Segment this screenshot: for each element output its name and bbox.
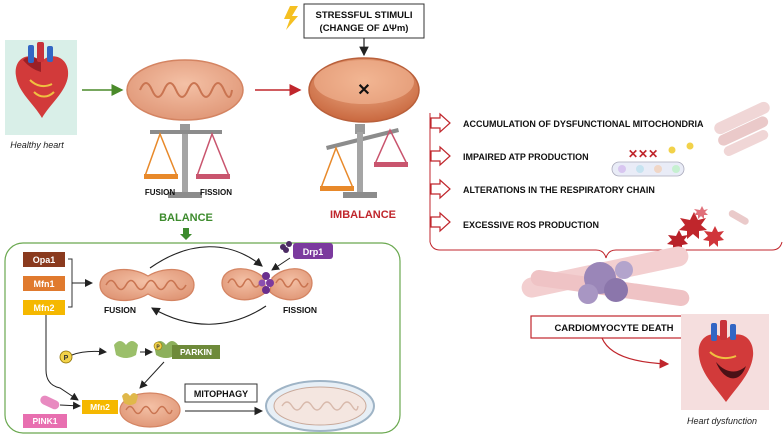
consequence-item-4: EXCESSIVE ROS PRODUCTION — [430, 211, 599, 233]
stress-title: STRESSFUL STIMULI — [316, 10, 413, 21]
tag-mfn2-small: Mfn2 — [82, 400, 118, 414]
consequence-text-3: ALTERATIONS IN THE RESPIRATORY CHAIN — [463, 185, 655, 195]
damaged-fibers-illustration — [714, 101, 770, 157]
drp1-label: Drp1 — [303, 247, 324, 257]
tag-opa1: Opa1 — [23, 252, 65, 267]
mitophagy-box: MITOPHAGY — [184, 383, 258, 403]
consequence-item-1: ACCUMULATION OF DYSFUNCTIONAL MITOCHONDR… — [430, 112, 704, 134]
p-circle-1: P — [59, 350, 73, 364]
consequence-item-3: ALTERATIONS IN THE RESPIRATORY CHAIN — [430, 178, 655, 200]
x-mark-icon: ✕ — [357, 82, 370, 99]
consequence-arrow-icon — [430, 178, 451, 200]
balance-fusion-label: FUSION — [145, 188, 175, 197]
drp1-ring-icon — [258, 272, 274, 294]
mfn2-small-label: Mfn2 — [90, 402, 110, 412]
imbalance-scale: IMBALANCE — [319, 124, 409, 221]
fission-label: FISSION — [283, 305, 317, 315]
autophagosome — [265, 380, 375, 432]
pink1-label: PINK1 — [32, 416, 57, 426]
p-label-1: P — [64, 355, 69, 362]
consequence-arrow-icon — [430, 211, 451, 233]
consequence-list: ACCUMULATION OF DYSFUNCTIONAL MITOCHONDR… — [430, 112, 704, 233]
balance-label: BALANCE — [159, 212, 213, 224]
tag-drp1: Drp1 — [280, 241, 333, 259]
consequence-arrow-icon — [430, 145, 451, 167]
imbalance-label: IMBALANCE — [330, 209, 396, 221]
tagged-mitochondrion — [119, 392, 181, 428]
lightning-icon — [284, 6, 298, 30]
balance-fission-label: FISSION — [200, 188, 232, 197]
stressful-stimuli-box: STRESSFUL STIMULI (CHANGE OF ΔΨm) — [284, 3, 425, 39]
p-label-2: P — [156, 345, 160, 351]
mitophagy-label: MITOPHAGY — [194, 389, 248, 399]
arrow-fusion-to-fission — [149, 246, 263, 269]
tag-mfn2: Mfn2 — [23, 300, 65, 315]
mfn1-label: Mfn1 — [34, 279, 55, 289]
fission-mitochondria: FISSION — [221, 268, 317, 315]
arrow-p-to-parkin — [71, 347, 107, 356]
arrow-parkin-to-mito — [139, 361, 165, 389]
tag-mfn1: Mfn1 — [23, 276, 65, 291]
consequence-arrow-icon — [430, 112, 451, 134]
healthy-mitochondrion — [126, 59, 244, 121]
mfn2-label: Mfn2 — [34, 303, 55, 313]
consequence-item-2: IMPAIRED ATP PRODUCTION — [430, 145, 589, 167]
parkin-label: PARKIN — [180, 347, 212, 357]
healthy-heart-panel: Healthy heart — [5, 40, 77, 150]
atp-production-illustration: ✕✕✕ — [611, 142, 694, 177]
heart-dysfunction-panel: Heart dysfunction — [681, 314, 769, 426]
pink1-icon — [40, 395, 60, 410]
arrow-drp1-to-fission — [271, 257, 291, 271]
arrow-fission-to-fusion — [151, 305, 267, 325]
convergence-bracket — [429, 241, 783, 259]
tag-pink1: PINK1 — [23, 414, 67, 428]
x-marks-icon: ✕✕✕ — [628, 147, 658, 161]
healthy-heart-label: Healthy heart — [10, 140, 64, 150]
heart-dysfunction-label: Heart dysfunction — [687, 416, 757, 426]
tag-parkin: PARKIN — [172, 345, 220, 359]
arrow-death-to-dysfunction — [601, 337, 670, 369]
consequence-text-4: EXCESSIVE ROS PRODUCTION — [463, 220, 599, 230]
ros-illustration — [667, 206, 749, 251]
fusion-mitochondria: FUSION — [99, 268, 195, 315]
fusion-label: FUSION — [104, 305, 136, 315]
cardiomyocyte-illustration — [521, 246, 690, 307]
cardiomyocyte-death-label: CARDIOMYOCYTE DEATH — [554, 323, 673, 334]
consequence-text-1: ACCUMULATION OF DYSFUNCTIONAL MITOCHONDR… — [463, 119, 704, 129]
balance-scale: FUSION FISSION BALANCE — [143, 124, 232, 240]
stress-subtitle: (CHANGE OF ΔΨm) — [320, 23, 409, 34]
balance-down-arrow — [180, 228, 192, 240]
consequence-text-2: IMPAIRED ATP PRODUCTION — [463, 152, 589, 162]
arrow-pink1-to-mfn2 — [59, 401, 81, 410]
damaged-heart-icon — [698, 320, 754, 402]
cardiomyocyte-death-box: CARDIOMYOCYTE DEATH — [530, 315, 698, 339]
stressed-mitochondrion: ✕ — [308, 57, 420, 123]
opa1-label: Opa1 — [33, 255, 56, 265]
parkin-icon-1 — [114, 341, 138, 358]
arrow-mfn2-to-small-mfn2 — [45, 315, 79, 401]
heart-icon — [15, 42, 69, 118]
